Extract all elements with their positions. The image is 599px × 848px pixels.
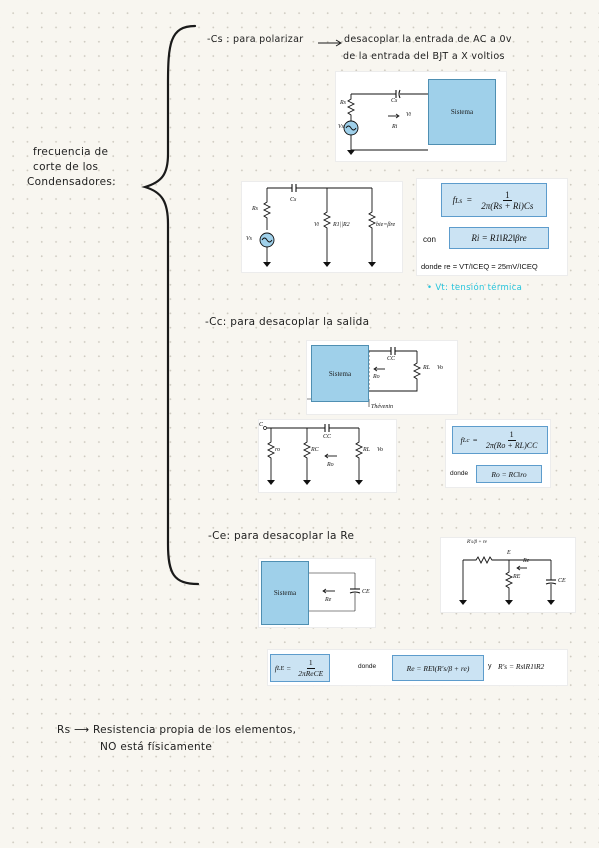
rc-label: RC — [311, 447, 319, 453]
cc-cap-label-2: CC — [323, 434, 332, 440]
ce-formula-lhs: f — [274, 663, 277, 673]
ri-formula: Ri = R1‖R2‖βre — [449, 227, 549, 249]
rs-label-2: Rs — [252, 206, 258, 212]
cs-circuit-diagram-input: Sistema Rs Cs Vs Vi Ri — [335, 71, 507, 162]
cs-donde-line: donde re = VT/ICEQ = 25mV/ICEQ — [421, 262, 538, 271]
ce-equivalent-circuit-svg — [459, 555, 557, 605]
cs-heading-line-1: -Cs : para polarizar — [207, 34, 304, 45]
ce-circuit-diagram-equivalent: R's/β + re E Re RE CE — [440, 537, 576, 613]
cs-cap-label: Cs — [391, 98, 398, 104]
re-label: Re — [523, 558, 530, 564]
rs-label: Rs — [340, 100, 346, 106]
r1r2-label: R1||R2 — [333, 222, 350, 228]
cs-formula-num: 1 — [503, 189, 512, 201]
cc-equivalent-circuit-svg — [263, 424, 364, 485]
cc-circuit-diagram-equivalent: C ro RC CC Ro RL Vo — [258, 419, 397, 493]
ce-cap-label: CE — [558, 578, 566, 584]
thevenin-label: Thévenin — [371, 404, 393, 410]
ce-formula-sub: LE — [276, 664, 285, 672]
left-label-line-3: Condensadores: — [27, 176, 116, 188]
ce-cap-label-2: CE — [362, 589, 370, 595]
ro-internal-label: ro — [275, 447, 281, 453]
cs-formula-lhs: f — [452, 195, 456, 205]
re-formula: Re = RE‖(R's/β + re) — [392, 655, 484, 681]
re-label-2: Re — [325, 597, 332, 603]
cc-heading: -Cc: para desacoplar la salida — [205, 316, 370, 328]
footer-line-2: NO está físicamente — [100, 741, 213, 753]
re-resistor-label: RE — [513, 574, 521, 580]
arrow-icon — [318, 39, 342, 47]
ce-system-circuit-svg — [307, 572, 361, 612]
left-label-line-2: corte de los — [33, 161, 99, 173]
cc-formula-den: 2π(Ro + RL)CC — [485, 440, 538, 450]
cs-heading-arrow-text: desacoplar la entrada de AC a 0v — [344, 34, 512, 45]
cc-system-block: Sistema — [311, 345, 369, 402]
ce-system-block: Sistema — [261, 561, 309, 625]
ro-formula: Ro = RC‖ro — [476, 465, 542, 483]
cs-formula-sub: Ls — [455, 195, 463, 205]
ce-formula-den: 2πReCE — [298, 668, 324, 678]
cs-cap-label-2: Cs — [290, 197, 297, 203]
rs-beta-re-label: R's/β + re — [467, 540, 487, 545]
cs-formula-eq: = — [466, 195, 473, 205]
vo-label-2: Vo — [377, 447, 383, 453]
curly-brace — [141, 24, 200, 586]
cs-formula-den: 2π(Rs + Ri)Cs — [481, 200, 534, 211]
cs-system-label: Sistema — [450, 108, 474, 116]
cs-circuit-diagram-equivalent: Rs Cs Vs Vi R1||R2 bie=βre — [241, 181, 403, 273]
cs-input-circuit-svg — [343, 89, 428, 155]
ce-system-label: Sistema — [273, 589, 297, 597]
cc-formula-lhs: f — [460, 435, 463, 445]
ce-heading: -Ce: para desacoplar la Re — [208, 530, 355, 542]
cc-formula-sub: Lc — [462, 436, 470, 444]
cs-con-label: con — [423, 235, 436, 244]
cs-heading-line-2: de la entrada del BJT a X voltios — [343, 51, 505, 62]
left-label-line-1: frecuencia de — [33, 146, 109, 158]
vi-label: Vi — [406, 112, 411, 118]
cc-cap-label: CC — [387, 356, 396, 362]
cs-system-block: Sistema — [428, 79, 496, 145]
vs-label: Vs — [338, 124, 344, 130]
ce-donde-label: donde — [358, 663, 377, 670]
ce-formula-num: 1 — [306, 657, 315, 669]
ro-label-2: Ro — [327, 462, 334, 468]
rl-label-2: RL — [363, 447, 371, 453]
ri-label: Ri — [392, 124, 398, 130]
e-node-label: E — [507, 550, 511, 556]
footer-line-1: Rs ⟶ Resistencia propia de los elementos… — [57, 724, 297, 736]
cc-system-label: Sistema — [328, 369, 352, 378]
cc-formula-num: 1 — [507, 429, 516, 441]
c-node-label: C — [259, 422, 264, 428]
bre-label: bie=βre — [376, 222, 396, 228]
ce-y-label: y — [488, 663, 492, 670]
vo-label: Vo — [437, 365, 443, 371]
rs-prime-formula: R's = Rs‖R1‖R2 — [498, 662, 545, 671]
vi-label-2: Vi — [314, 222, 319, 228]
vs-label-2: Vs — [246, 236, 252, 242]
cs-equivalent-circuit-svg — [259, 184, 377, 267]
thermal-voltage-note: • Vt: tensión térmica — [427, 283, 523, 293]
rl-label: RL — [423, 365, 431, 371]
ro-label: Ro — [373, 374, 380, 380]
cc-donde-label: donde — [450, 470, 469, 477]
ce-circuit-diagram-system: Sistema Re CE — [258, 558, 376, 628]
cc-circuit-diagram-thevenin: Sistema CC Ro RL Vo Thévenin — [306, 340, 458, 415]
